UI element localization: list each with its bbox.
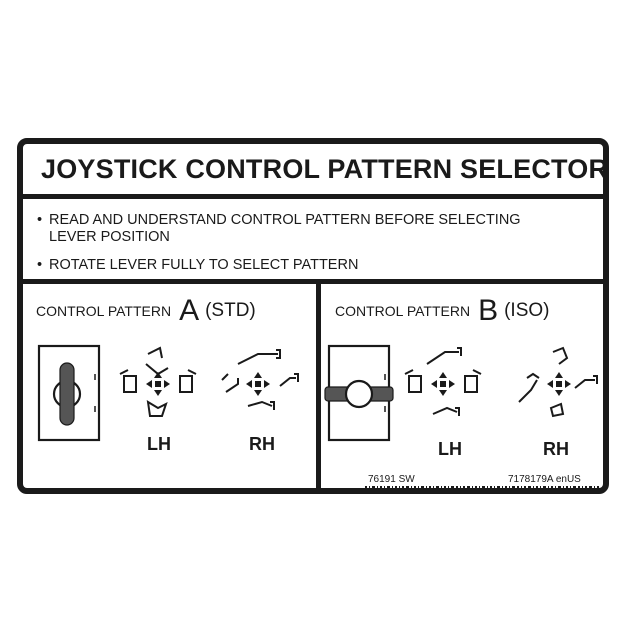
pattern-b-title: CONTROL PATTERN B(ISO)	[335, 294, 549, 328]
excavator-function-icon	[404, 347, 482, 416]
excavator-function-icon	[221, 349, 299, 410]
pattern-b-panel: CONTROL PATTERN B(ISO)	[321, 284, 603, 494]
excavator-function-icon	[518, 346, 598, 418]
bullet-dot: •	[37, 257, 43, 273]
pattern-a-prefix: CONTROL PATTERN	[36, 303, 172, 319]
barcode-icon	[365, 486, 599, 494]
instruction-2: • ROTATE LEVER FULLY TO SELECT PATTERN	[37, 257, 358, 274]
pattern-b-lh-label: LH	[438, 439, 462, 459]
instructions: • READ AND UNDERSTAND CONTROL PATTERN BEF…	[23, 199, 603, 284]
pattern-b-rh-label: RH	[543, 439, 569, 459]
instruction-1: • READ AND UNDERSTAND CONTROL PATTERN BEF…	[37, 212, 521, 246]
pattern-a-letter: A	[179, 294, 200, 327]
decal-title: JOYSTICK CONTROL PATTERN SELECTOR	[41, 154, 609, 184]
title-bar: JOYSTICK CONTROL PATTERN SELECTOR	[23, 144, 608, 199]
pattern-a-title: CONTROL PATTERN A(STD)	[36, 294, 256, 328]
pattern-a-suffix: (STD)	[205, 300, 256, 321]
instruction-1-line2: LEVER POSITION	[49, 229, 170, 245]
doc-number: 7178179A enUS	[508, 474, 581, 485]
pattern-a-lh-label: LH	[147, 434, 171, 454]
excavator-function-icon	[119, 346, 197, 417]
pattern-a-panel: CONTROL PATTERN A(STD)	[23, 284, 321, 494]
part-number: 76191 SW	[368, 474, 415, 485]
bullet-dot: •	[37, 212, 43, 228]
pattern-b-prefix: CONTROL PATTERN	[335, 303, 471, 319]
pattern-b-letter: B	[478, 294, 499, 327]
instruction-2-line1: ROTATE LEVER FULLY TO SELECT PATTERN	[49, 257, 359, 273]
decal-label: JOYSTICK CONTROL PATTERN SELECTOR • READ …	[17, 138, 609, 494]
pattern-a-rh-label: RH	[249, 434, 275, 454]
instruction-1-line1: READ AND UNDERSTAND CONTROL PATTERN BEFO…	[49, 212, 521, 228]
lever-horizontal-icon	[324, 344, 394, 442]
lever-vertical-icon	[37, 344, 101, 442]
pattern-b-suffix: (ISO)	[504, 300, 550, 321]
